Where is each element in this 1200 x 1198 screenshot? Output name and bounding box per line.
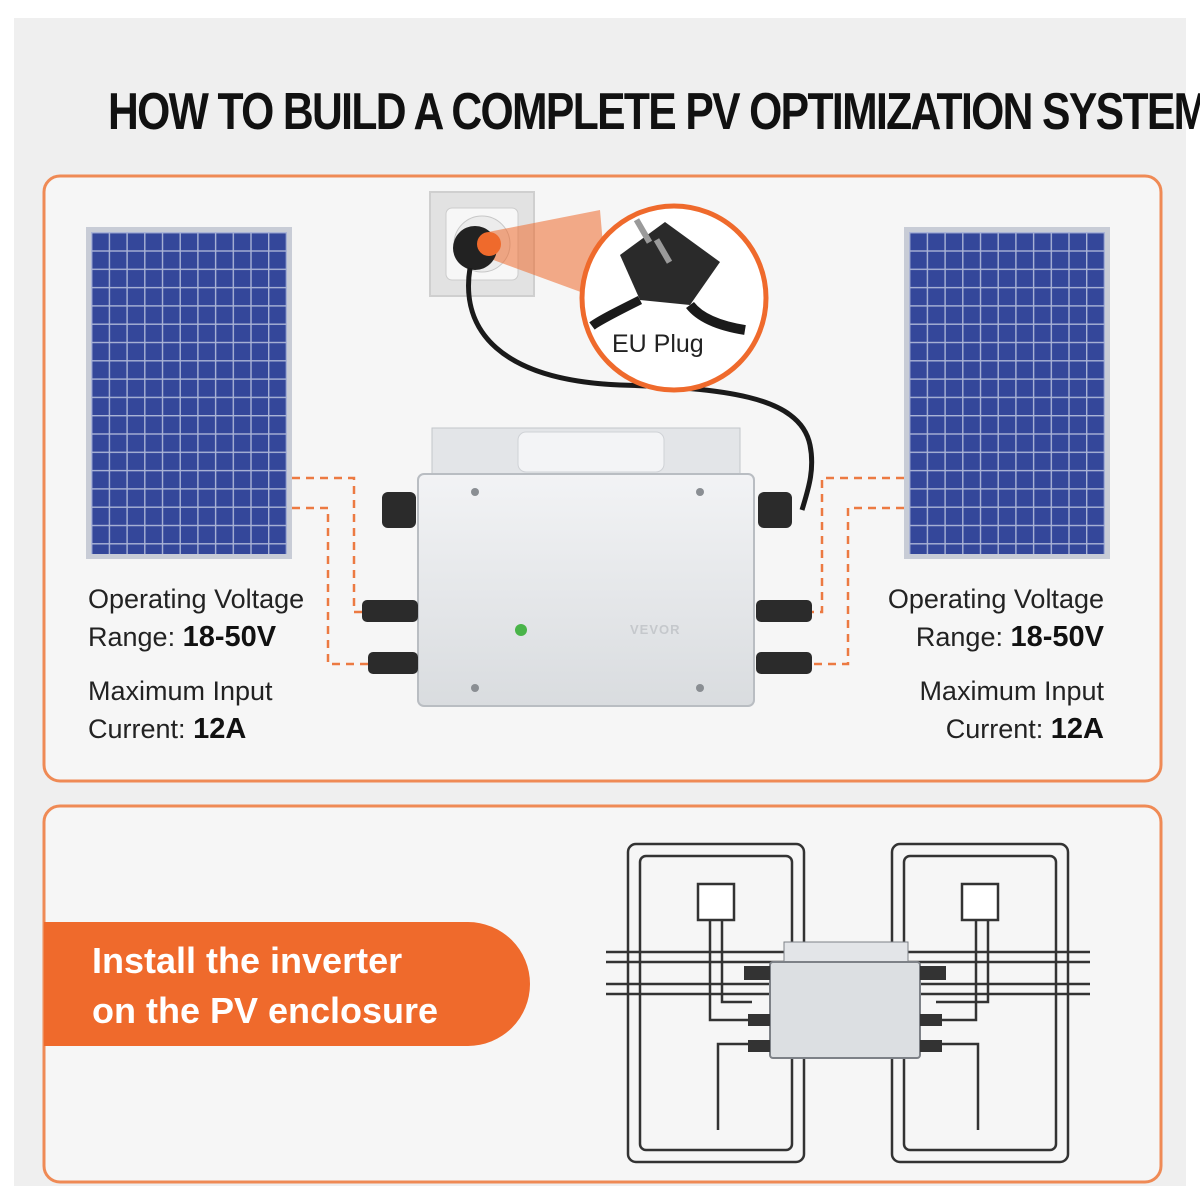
left-current-spec: Maximum Input Current: 12A xyxy=(88,672,273,748)
ac-cable xyxy=(466,267,815,511)
eu-plug-label: EU Plug xyxy=(612,330,704,358)
page-title: HOW TO BUILD A COMPLETE PV OPTIMIZATION … xyxy=(108,83,1200,141)
left-voltage-label-line1: Operating Voltage xyxy=(88,584,305,614)
left-current-label-line2: Current: xyxy=(88,714,186,744)
right-voltage-value: 18-50V xyxy=(1010,621,1104,653)
left-voltage-line2: Range: 18-50V xyxy=(88,618,304,656)
install-banner-line2: on the PV enclosure xyxy=(92,990,439,1031)
install-banner-line1: Install the inverter xyxy=(92,940,403,981)
plug-in-outlet xyxy=(453,226,501,270)
left-current-line2: Current: 12A xyxy=(88,710,273,748)
left-current-label-line1: Maximum Input xyxy=(88,676,273,706)
left-voltage-value: 18-50V xyxy=(182,621,277,653)
left-voltage-label-line2: Range: xyxy=(88,622,176,652)
right-solar-panel xyxy=(904,227,1110,559)
left-current-value: 12A xyxy=(193,713,247,745)
dashed-wiring xyxy=(292,476,904,666)
right-current-label-line2: Current: xyxy=(945,714,1044,744)
left-voltage-spec: Operating Voltage Range: 18-50V xyxy=(88,580,304,656)
right-voltage-spec: Operating Voltage Range: 18-50V xyxy=(888,580,1104,656)
right-voltage-line2: Range: 18-50V xyxy=(888,618,1104,656)
right-current-line2: Current: 12A xyxy=(919,710,1104,748)
install-banner-text: Install the inverter on the PV enclosure xyxy=(92,936,438,1036)
enclosure-inverter xyxy=(744,941,946,1059)
inverter-brand-mark: VEVOR xyxy=(630,622,681,637)
right-current-spec: Maximum Input Current: 12A xyxy=(919,672,1104,748)
right-current-value: 12A xyxy=(1050,713,1104,745)
install-banner xyxy=(44,922,530,1046)
right-voltage-label-line1: Operating Voltage xyxy=(887,584,1104,614)
left-solar-panel xyxy=(86,227,292,559)
microinverter xyxy=(362,427,812,707)
right-current-label-line1: Maximum Input xyxy=(919,676,1104,706)
eu-plug-zoom-beam xyxy=(488,210,608,302)
right-voltage-label-line2: Range: xyxy=(915,622,1003,652)
eu-plug-callout xyxy=(579,203,769,393)
